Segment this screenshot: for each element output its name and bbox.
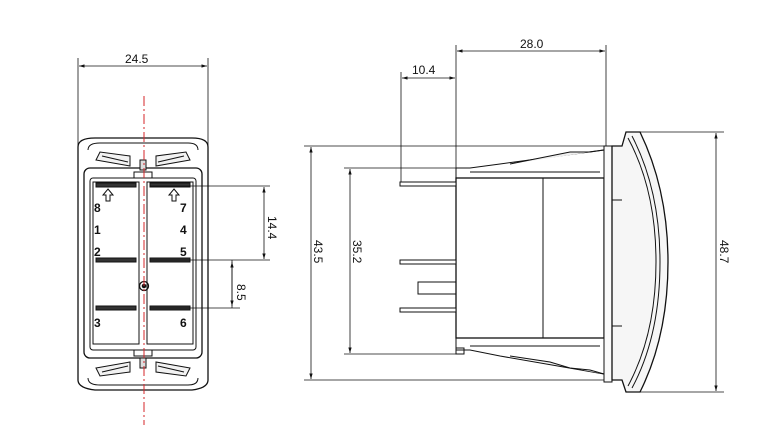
pin-label: 5 (180, 245, 187, 259)
dim-label: 43.5 (311, 240, 325, 264)
dim-label: 14.4 (265, 216, 279, 240)
dim-bezel-height (640, 131, 724, 393)
dim-label: 35.2 (350, 240, 364, 264)
pin-label: 8 (94, 201, 101, 215)
dim-side-depth (455, 45, 607, 168)
arrow-up-icon (101, 188, 115, 202)
arrow-up-icon (167, 188, 181, 202)
dim-pitch-14 (150, 185, 270, 261)
pin-label: 4 (180, 223, 187, 237)
dim-pitch-8 (150, 260, 240, 309)
dim-terminal-length (400, 72, 455, 182)
dim-label: 24.5 (125, 52, 149, 66)
dim-body-height (304, 145, 604, 381)
dim-label: 48.7 (717, 240, 731, 264)
front-view (77, 137, 209, 391)
pin-label: 7 (180, 201, 187, 215)
dim-label: 10.4 (412, 63, 436, 77)
front-bezel-outline (77, 137, 209, 391)
side-body (455, 177, 605, 339)
dim-label: 28.0 (520, 37, 544, 51)
pin-label: 3 (94, 316, 101, 330)
side-view (399, 131, 669, 393)
dim-front-width (77, 58, 209, 146)
pin-label: 2 (94, 245, 101, 259)
dim-inner-height (344, 167, 456, 355)
pin-label: 1 (94, 223, 101, 237)
dim-label: 8.5 (234, 284, 248, 301)
pin-label: 6 (180, 316, 187, 330)
